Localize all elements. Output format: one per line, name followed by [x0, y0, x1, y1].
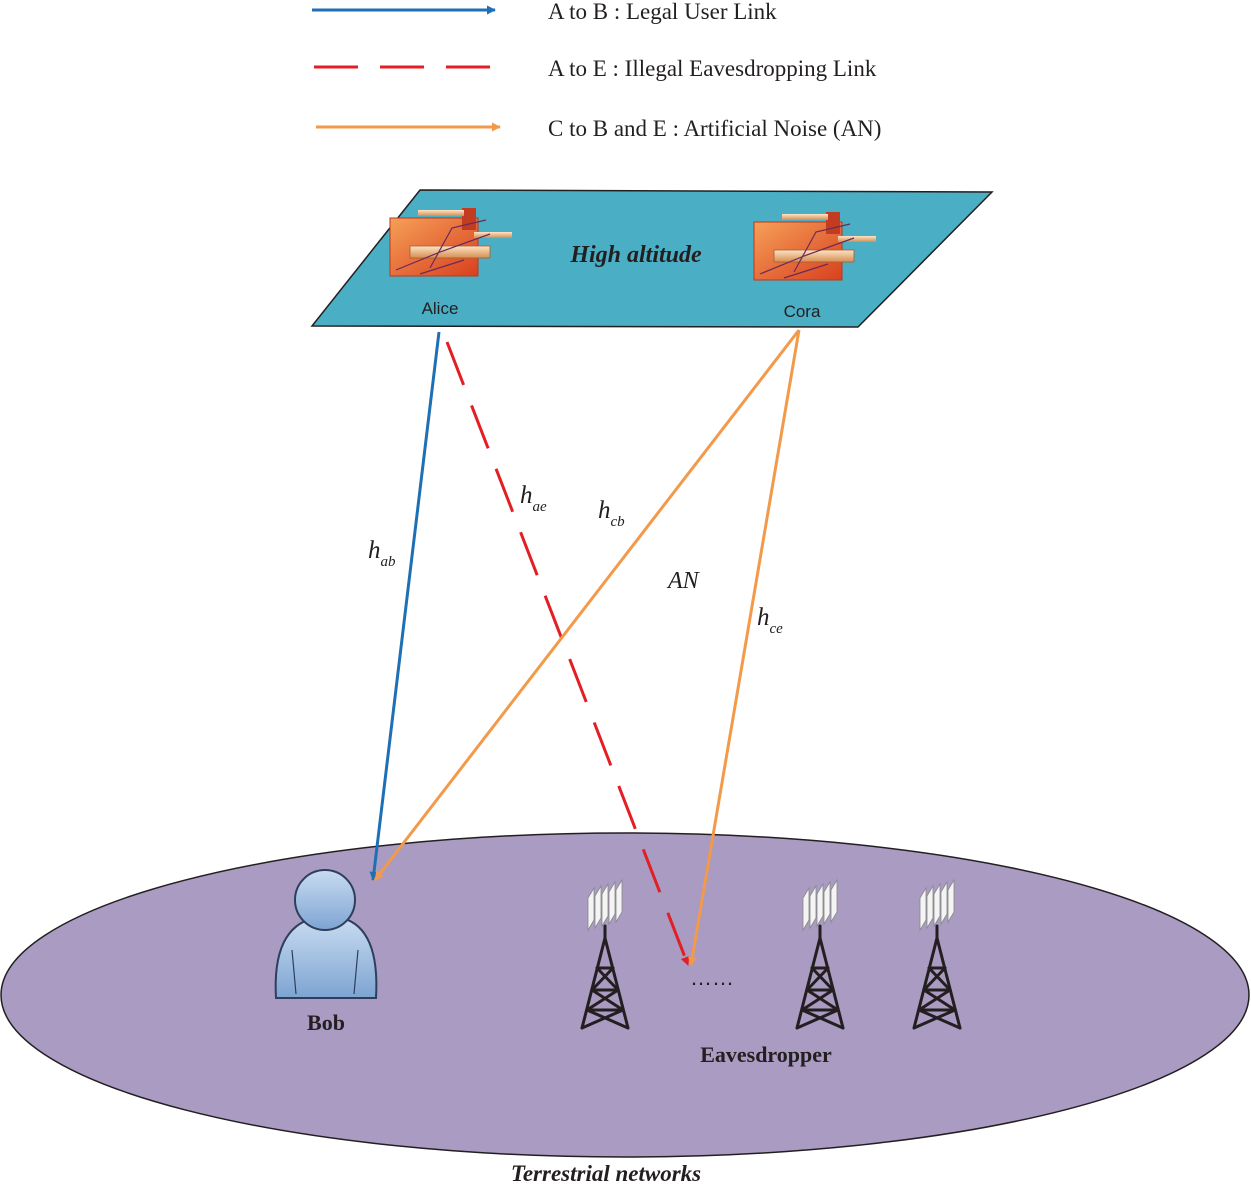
- channel-label-hcb: hcb: [598, 497, 625, 530]
- link-cora-to-bob: [373, 329, 801, 881]
- channel-label-hab: hab: [368, 537, 396, 570]
- link-alice-to-bob: [369, 331, 441, 881]
- legend-item-artificial-noise: C to B and E : Artificial Noise (AN): [316, 116, 881, 141]
- alice-uav: Alice: [389, 207, 513, 318]
- bob-label: Bob: [307, 1010, 345, 1035]
- channel-label-hae: hae: [520, 482, 547, 515]
- link-cora-to-eavesdropper: [687, 329, 801, 966]
- user-person-icon: [274, 869, 378, 999]
- high-altitude-label: High altitude: [569, 242, 702, 268]
- legend-label-legal-link: A to B : Legal User Link: [548, 0, 777, 24]
- artificial-noise-label: AN: [666, 568, 701, 594]
- legend-item-eavesdrop-link: A to E : Illegal Eavesdropping Link: [314, 56, 877, 81]
- terrestrial-plane: [0, 832, 1250, 1158]
- more-eavesdroppers-ellipsis: ……: [690, 965, 734, 990]
- legend-label-eavesdrop-link: A to E : Illegal Eavesdropping Link: [548, 56, 877, 81]
- bob-user: Bob: [274, 869, 378, 1035]
- legend: A to B : Legal User Link A to E : Illega…: [312, 0, 881, 141]
- cora-label: Cora: [784, 302, 821, 321]
- cora-uav: Cora: [753, 211, 877, 321]
- terrestrial-plane-label: Terrestrial networks: [511, 1161, 701, 1186]
- channel-label-hce: hce: [757, 604, 783, 637]
- legend-item-legal-link: A to B : Legal User Link: [312, 0, 777, 24]
- eavesdropper-label: Eavesdropper: [700, 1042, 832, 1067]
- link-alice-to-eavesdropper: [445, 341, 690, 966]
- legend-label-artificial-noise: C to B and E : Artificial Noise (AN): [548, 116, 881, 141]
- eavesdropper-group: …… Eavesdropper: [580, 878, 962, 1067]
- alice-label: Alice: [422, 299, 459, 318]
